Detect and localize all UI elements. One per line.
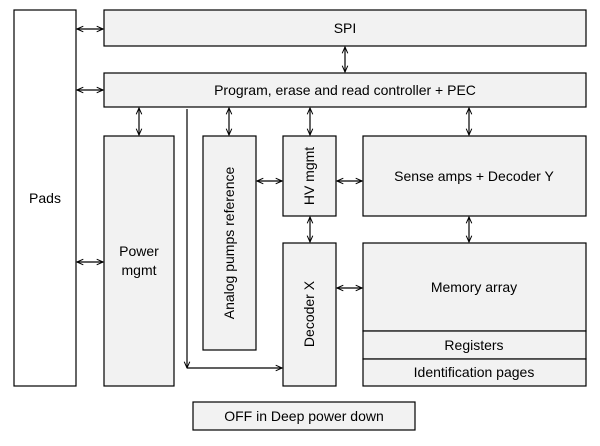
- pads-block: Pads: [13, 9, 77, 387]
- connectors: [77, 29, 469, 368]
- controller-block: Program, erase and read controller + PEC: [103, 72, 587, 108]
- hv-mgmt-label: HV mgmt: [301, 147, 317, 205]
- decoder-x-block: Decoder X: [282, 242, 337, 387]
- footer-block: OFF in Deep power down: [192, 401, 416, 431]
- memory-array-label: Memory array: [431, 279, 517, 295]
- analog-pumps-label: Analog pumps reference: [221, 167, 237, 320]
- arrow-controller-decoderx: [187, 109, 282, 368]
- memory-array-block: Memory array: [362, 242, 587, 332]
- registers-label: Registers: [444, 337, 503, 353]
- sense-amps-label: Sense amps + Decoder Y: [394, 168, 554, 184]
- hv-mgmt-block: HV mgmt: [282, 135, 337, 217]
- footer-label: OFF in Deep power down: [224, 408, 384, 424]
- pads-label: Pads: [29, 190, 61, 206]
- analog-pumps-block: Analog pumps reference: [202, 135, 257, 351]
- spi-block: SPI: [103, 9, 587, 47]
- spi-label: SPI: [334, 20, 357, 36]
- controller-label: Program, erase and read controller + PEC: [214, 82, 476, 98]
- power-mgmt-block: Power mgmt: [103, 135, 175, 387]
- id-pages-label: Identification pages: [414, 364, 535, 380]
- power-mgmt-label-line1: Power: [119, 243, 159, 259]
- id-pages-block: Identification pages: [362, 358, 587, 387]
- sense-amps-block: Sense amps + Decoder Y: [362, 135, 587, 217]
- decoder-x-label: Decoder X: [301, 280, 317, 347]
- registers-block: Registers: [362, 330, 587, 360]
- power-mgmt-label-line2: mgmt: [122, 262, 157, 278]
